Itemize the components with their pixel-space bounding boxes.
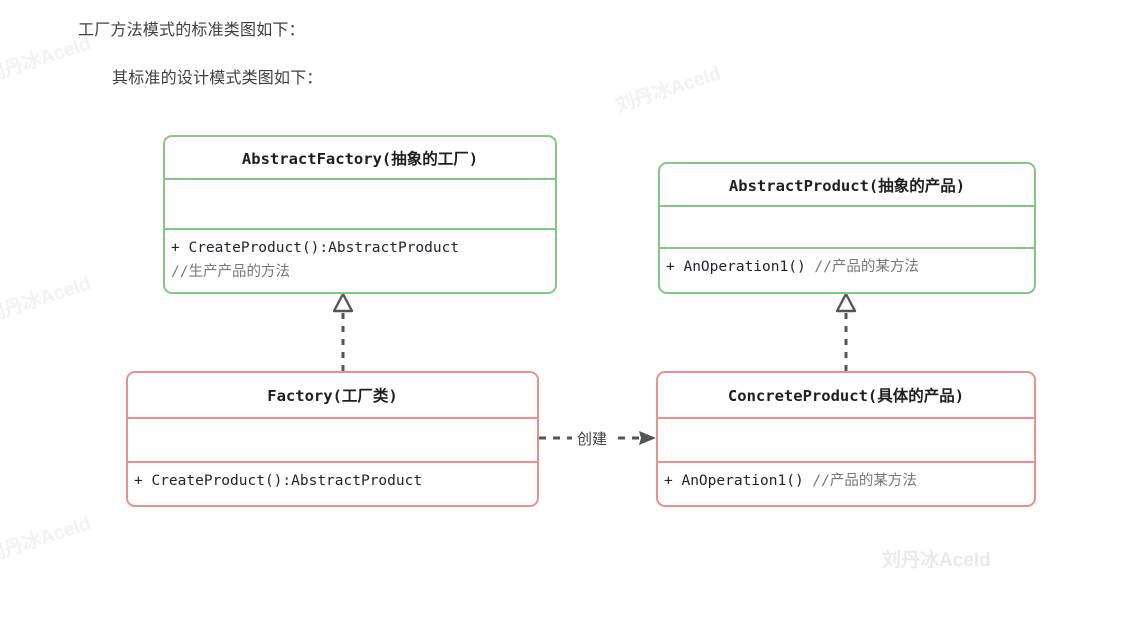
watermark-center-top: 刘丹冰AceId (613, 63, 724, 117)
uml-section-divider (165, 228, 555, 230)
uml-class-abstract-product[interactable]: AbstractProduct(抽象的产品) + AnOperation1() … (658, 162, 1036, 294)
watermark-bottom-right: 刘丹冰AceId (882, 550, 991, 571)
uml-operation-comment: //产品的某方法 (814, 259, 919, 275)
uml-operation: + AnOperation1() //产品的某方法 (666, 255, 1034, 279)
uml-class-factory[interactable]: Factory(工厂类) + CreateProduct():AbstractP… (126, 371, 539, 507)
uml-attributes-compartment (658, 419, 1034, 461)
uml-attributes-compartment (660, 207, 1034, 247)
uml-section-divider (660, 205, 1034, 207)
watermark-left-middle: 刘丹冰AceId (0, 273, 94, 327)
relation-concreteproduct-realizes-abstractproduct (835, 292, 857, 371)
uml-class-title: ConcreteProduct(具体的产品) (727, 387, 965, 405)
uml-operation-signature: + CreateProduct():AbstractProduct (171, 240, 460, 256)
uml-operation: + CreateProduct():AbstractProduct (171, 236, 555, 260)
uml-operations-compartment: + CreateProduct():AbstractProduct (128, 463, 537, 505)
uml-operation-comment-line: //生产产品的方法 (171, 260, 555, 284)
uml-operation-signature: + AnOperation1() (666, 259, 806, 275)
uml-operations-compartment: + AnOperation1() //产品的某方法 (660, 249, 1034, 292)
uml-class-title: AbstractProduct(抽象的产品) (728, 176, 966, 195)
uml-section-divider (658, 417, 1034, 419)
uml-operation-comment: //生产产品的方法 (171, 264, 290, 280)
uml-operation: + AnOperation1() //产品的某方法 (664, 469, 1034, 493)
relation-factory-realizes-abstractfactory (332, 292, 354, 371)
uml-operation-signature: + CreateProduct():AbstractProduct (134, 473, 423, 489)
uml-section-divider (660, 247, 1034, 249)
uml-class-title: Factory(工厂类) (267, 387, 398, 405)
uml-section-divider (658, 461, 1034, 463)
uml-section-divider (165, 178, 555, 180)
page-heading-secondary: 其标准的设计模式类图如下： (112, 70, 323, 87)
uml-attributes-compartment (128, 419, 537, 461)
uml-section-divider (128, 461, 537, 463)
uml-operation-comment: //产品的某方法 (812, 473, 917, 489)
uml-operation-signature: + AnOperation1() (664, 473, 804, 489)
page-heading-primary: 工厂方法模式的标准类图如下： (78, 22, 305, 39)
edge-label-create: 创建 (575, 428, 610, 449)
uml-operation: + CreateProduct():AbstractProduct (134, 469, 537, 493)
uml-attributes-compartment (165, 180, 555, 228)
uml-class-title: AbstractFactory(抽象的工厂) (241, 149, 479, 168)
uml-operations-compartment: + CreateProduct():AbstractProduct //生产产品… (165, 230, 555, 292)
uml-operations-compartment: + AnOperation1() //产品的某方法 (658, 463, 1034, 505)
uml-class-abstract-factory[interactable]: AbstractFactory(抽象的工厂) + CreateProduct()… (163, 135, 557, 294)
uml-class-concrete-product[interactable]: ConcreteProduct(具体的产品) + AnOperation1() … (656, 371, 1036, 507)
watermark-left-bottom: 刘丹冰AceId (0, 513, 94, 567)
uml-section-divider (128, 417, 537, 419)
